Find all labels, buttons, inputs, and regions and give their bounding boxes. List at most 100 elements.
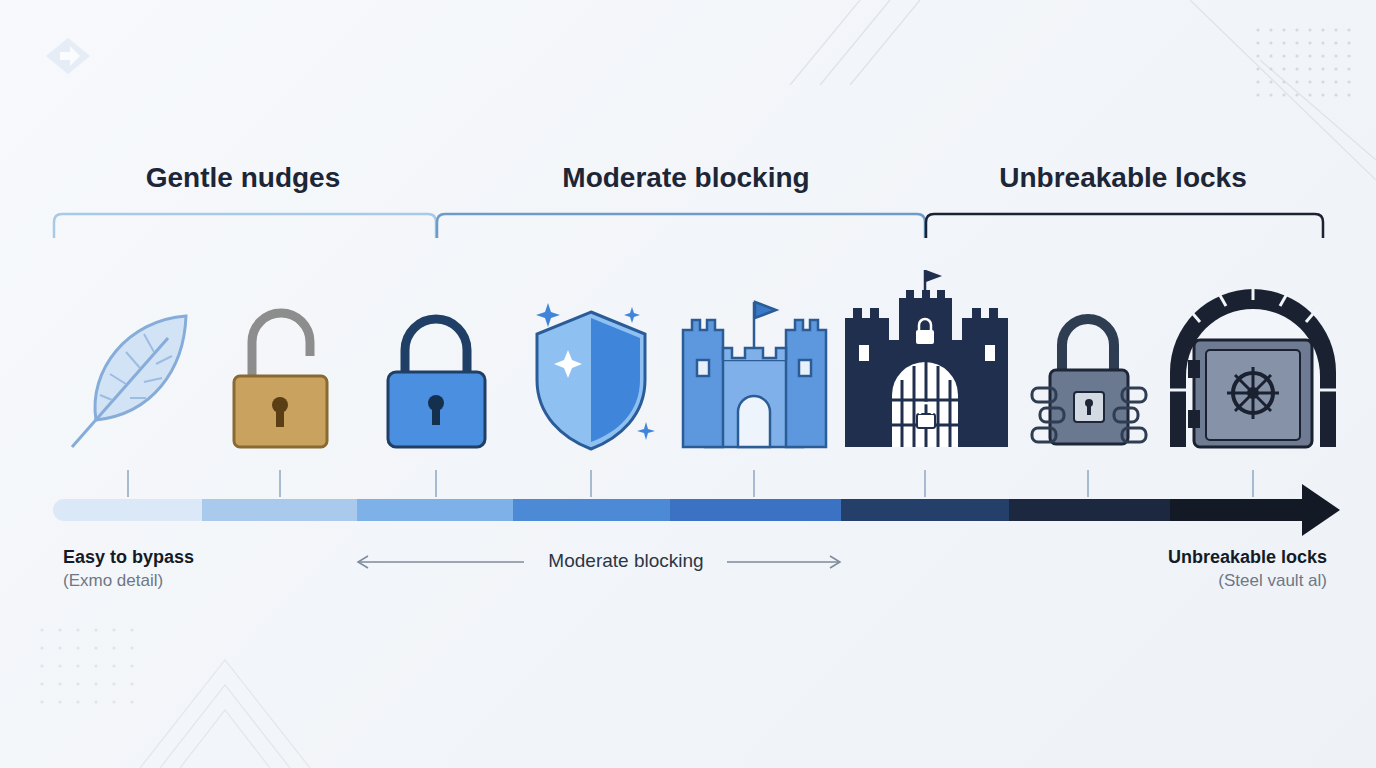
decor-dot xyxy=(1295,80,1298,83)
decor-dot xyxy=(1321,67,1324,70)
decor-dot xyxy=(130,628,133,631)
decor-dot xyxy=(1308,80,1311,83)
decor-dot xyxy=(1308,54,1311,57)
decor-dot xyxy=(40,700,43,703)
decor-dot xyxy=(112,682,115,685)
decor-dot xyxy=(76,628,79,631)
decor-dot xyxy=(1269,28,1272,31)
bracket xyxy=(437,214,925,238)
padlock-icon xyxy=(388,319,485,447)
decor-dot xyxy=(1269,67,1272,70)
decor-dot xyxy=(94,682,97,685)
decor-dot xyxy=(76,700,79,703)
decor-dot xyxy=(1295,67,1298,70)
decor-dot xyxy=(112,700,115,703)
decor-dot xyxy=(1295,28,1298,31)
decor-dot xyxy=(112,664,115,667)
decor-dot xyxy=(1334,28,1337,31)
decor-dot xyxy=(40,682,43,685)
logo-mark xyxy=(46,38,90,74)
decor-dot xyxy=(1347,54,1350,57)
decor-dot xyxy=(112,628,115,631)
scale-end-note: (Steel vault al) xyxy=(1218,571,1327,591)
decor-dot xyxy=(76,682,79,685)
decor-dot xyxy=(1295,54,1298,57)
decor-dot xyxy=(1269,93,1272,96)
decor-dot xyxy=(1256,93,1259,96)
decor-dot xyxy=(40,664,43,667)
decor-dot xyxy=(1308,67,1311,70)
bracket xyxy=(54,214,436,238)
decor-dot xyxy=(58,664,61,667)
decor-dots xyxy=(1256,28,1350,96)
scale-bar xyxy=(53,484,1340,536)
decor-dots xyxy=(40,628,133,703)
decor-dot xyxy=(1308,41,1311,44)
decor-dot xyxy=(1321,93,1324,96)
decor-dot xyxy=(1321,80,1324,83)
decor-dot xyxy=(40,628,43,631)
decor-dot xyxy=(58,700,61,703)
decor-dot xyxy=(1347,93,1350,96)
decor-dot xyxy=(1334,93,1337,96)
decor-dot xyxy=(1347,67,1350,70)
scale-end-label: Easy to bypass xyxy=(63,547,194,568)
decor-dot xyxy=(94,628,97,631)
decor-dot xyxy=(1295,41,1298,44)
decor-dot xyxy=(1282,93,1285,96)
scale-end-note: (Exmo detail) xyxy=(63,571,163,591)
decor-dot xyxy=(1321,28,1324,31)
decor-dot xyxy=(58,682,61,685)
decor-dot xyxy=(1295,93,1298,96)
decor-dot xyxy=(1269,54,1272,57)
vault-icon xyxy=(1170,289,1336,447)
range-label: Moderate blocking xyxy=(548,550,703,572)
scale-end-label: Unbreakable locks xyxy=(1168,547,1327,568)
decor-dot xyxy=(40,646,43,649)
group-heading: Unbreakable locks xyxy=(999,162,1246,194)
decor-dot xyxy=(1256,54,1259,57)
decor-dot xyxy=(1334,41,1337,44)
decor-lines xyxy=(790,0,1376,180)
decor-dot xyxy=(1282,67,1285,70)
decor-dot xyxy=(130,700,133,703)
fortress-icon xyxy=(845,270,1008,447)
decor-dot xyxy=(1256,80,1259,83)
decor-dot xyxy=(94,664,97,667)
decor-dot xyxy=(1282,80,1285,83)
decor-dot xyxy=(76,646,79,649)
decor-dot xyxy=(1256,41,1259,44)
decor-dot xyxy=(130,646,133,649)
decor-dot xyxy=(1308,28,1311,31)
decor-dot xyxy=(1347,80,1350,83)
decor-dot xyxy=(76,664,79,667)
decor-dot xyxy=(1334,67,1337,70)
tick-marks xyxy=(128,470,1253,497)
group-heading: Gentle nudges xyxy=(146,162,340,194)
decor-dot xyxy=(1269,41,1272,44)
chained-padlock-icon xyxy=(1032,319,1146,444)
decor-dot xyxy=(1282,28,1285,31)
decor-dot xyxy=(58,646,61,649)
decor-dot xyxy=(1321,41,1324,44)
shield-icon xyxy=(536,303,655,449)
bracket xyxy=(926,214,1323,238)
decor-dot xyxy=(1334,54,1337,57)
decor-dot xyxy=(130,664,133,667)
decor-chevrons xyxy=(140,660,310,768)
decor-dot xyxy=(94,646,97,649)
group-heading: Moderate blocking xyxy=(562,162,809,194)
decor-dot xyxy=(1256,28,1259,31)
decor-dot xyxy=(58,628,61,631)
open-padlock-icon xyxy=(234,313,327,447)
castle-icon xyxy=(683,302,826,447)
decor-dot xyxy=(1308,93,1311,96)
decor-dot xyxy=(1282,54,1285,57)
decor-dot xyxy=(130,682,133,685)
decor-dot xyxy=(112,646,115,649)
decor-dot xyxy=(1334,80,1337,83)
decor-dot xyxy=(1347,28,1350,31)
decor-dot xyxy=(1256,67,1259,70)
decor-dot xyxy=(1269,80,1272,83)
